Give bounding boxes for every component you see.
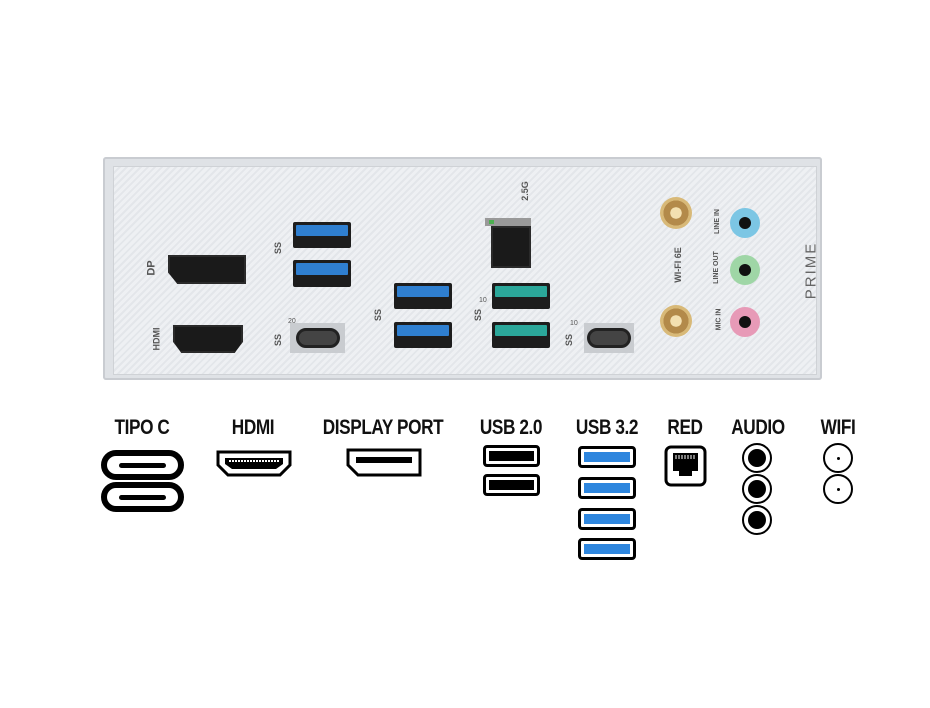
usb3-port (293, 260, 351, 287)
legend-label-wifi: WIFI (820, 416, 856, 439)
ss-usb-label: SS (564, 333, 575, 347)
ss-usb-label: SS (273, 241, 284, 255)
wifi-antenna-icon (823, 443, 853, 473)
lan-led-icon (489, 220, 494, 224)
usb2-icon (483, 474, 540, 496)
line-out-label: LINE OUT (712, 251, 720, 284)
legend-label-displayport: DISPLAY PORT (322, 416, 444, 439)
ss10-label: 10 (570, 320, 578, 327)
usb3-port (394, 283, 452, 309)
brand-logo: PRIME (802, 241, 820, 300)
legend-label-usb20: USB 2.0 (479, 416, 543, 439)
ss-usb-label: SS (473, 308, 484, 322)
usb10-port (492, 283, 550, 309)
hdmi-port (173, 325, 243, 353)
line-out-jack (730, 255, 760, 285)
usb3-icon (578, 446, 636, 468)
type-c-icon (101, 482, 184, 512)
ss20-label: 20 (288, 318, 296, 325)
lan-leds (485, 218, 531, 226)
legend-label-usb32: USB 3.2 (575, 416, 639, 439)
displayport-icon (346, 448, 422, 477)
ss-usb-label: SS (373, 308, 384, 322)
wifi-antenna-connector (660, 305, 692, 337)
legend-label-audio: AUDIO (731, 416, 785, 439)
usb3-icon (578, 508, 636, 530)
hdmi-port-label: HDMI (151, 327, 162, 351)
usb3-port (394, 322, 452, 348)
mic-in-jack (730, 307, 760, 337)
line-in-jack (730, 208, 760, 238)
mic-in-label: MIC IN (715, 308, 723, 331)
audio-jack-icon (742, 443, 772, 473)
hdmi-icon (216, 450, 292, 477)
usb-c-port (584, 323, 634, 353)
ss10-label: 10 (479, 297, 487, 304)
wifi-label: WI-FI 6E (672, 247, 683, 283)
ss-usb-label: SS (273, 333, 284, 347)
usb3-icon (578, 477, 636, 499)
usb2-icon (483, 445, 540, 467)
usb-c-port (290, 323, 345, 353)
legend-label-lan: RED (667, 416, 703, 439)
wifi-antenna-icon (823, 474, 853, 504)
usb3-icon (578, 538, 636, 560)
displayport-logo: DP (145, 260, 158, 276)
line-in-label: LINE IN (713, 209, 721, 234)
usb10-port (492, 322, 550, 348)
displayport-port (168, 255, 246, 284)
legend-label-type-c: TIPO C (114, 416, 170, 439)
audio-jack-icon (742, 474, 772, 504)
usb3-port (293, 222, 351, 248)
type-c-icon (101, 450, 184, 480)
ethernet-icon (664, 445, 707, 487)
lan-speed-label: 2.5G (519, 181, 530, 201)
wifi-antenna-connector (660, 197, 692, 229)
legend-label-hdmi: HDMI (231, 416, 275, 439)
audio-jack-icon (742, 505, 772, 535)
rj45-port (491, 226, 531, 268)
